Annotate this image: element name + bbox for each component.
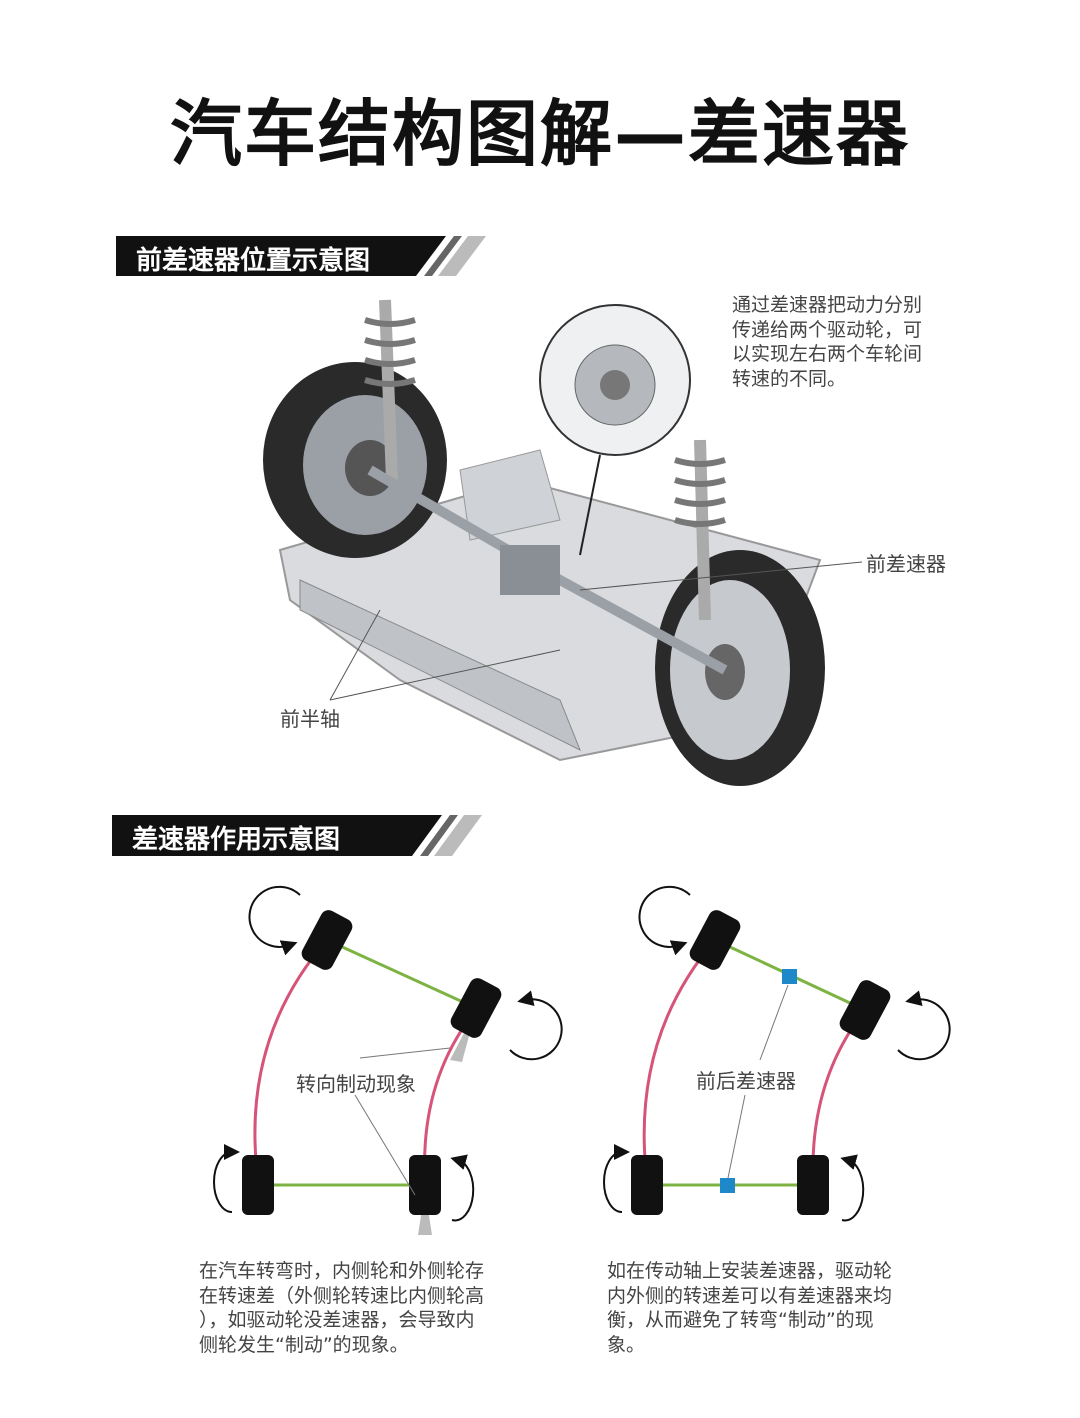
header-stripes xyxy=(116,236,486,276)
header-stripes xyxy=(112,815,482,856)
text-line: 在转速差（外侧轮转速比内侧轮高 xyxy=(199,1284,485,1307)
section-header-function: 差速器作用示意图 xyxy=(112,815,482,856)
label-front-differential: 前差速器 xyxy=(866,552,946,576)
left-strut-spring xyxy=(364,299,416,481)
magnifier-detail xyxy=(539,304,691,556)
text-line: 内外侧的转速差可以有差速器来均 xyxy=(607,1284,893,1307)
left-wheel xyxy=(263,362,447,558)
text-line: 侧轮发生“制动”的现象。 xyxy=(199,1333,409,1356)
front-differential-marker xyxy=(782,969,797,984)
label-front-half-shaft: 前半轴 xyxy=(280,707,340,731)
text-line: ），如驱动轮没差速器，会导致内 xyxy=(199,1309,475,1331)
leader-lines xyxy=(329,561,863,701)
text-line: 通过差速器把动力分别 xyxy=(732,294,923,316)
text-line: 在汽车转弯时，内侧轮和外侧轮存 xyxy=(199,1260,485,1282)
label-turning-brake: 转向制动现象 xyxy=(296,1072,416,1096)
rear-differential-marker xyxy=(720,1178,735,1193)
label-front-rear-differential: 前后差速器 xyxy=(696,1069,796,1093)
left-explanation: 在汽车转弯时，内侧轮和外侧轮存 在转速差（外侧轮转速比内侧轮高 ），如驱动轮没差… xyxy=(199,1259,484,1357)
front-suspension-illustration xyxy=(263,299,863,786)
right-strut-spring xyxy=(674,439,726,621)
callout-text: 通过差速器把动力分别 传递给两个驱动轮，可 以实现左右两个车轮间 转速的不同。 xyxy=(732,293,922,391)
section-heading: 差速器作用示意图 xyxy=(132,825,341,855)
diagram-without-differential xyxy=(213,885,563,1235)
text-line: 象。 xyxy=(607,1333,646,1356)
differential-housing xyxy=(500,545,560,595)
right-wheel xyxy=(655,550,825,786)
text-line: 如在传动轴上安装差速器，驱动轮 xyxy=(607,1260,893,1282)
text-line: 以实现左右两个车轮间 xyxy=(732,343,923,365)
diagram-with-differential xyxy=(603,885,951,1222)
text-line: 衡，从而避免了转弯“制动”的现 xyxy=(607,1309,874,1331)
section-header-position: 前差速器位置示意图 xyxy=(116,236,486,276)
page-title: 汽车结构图解—差速器 xyxy=(169,92,910,176)
right-explanation: 如在传动轴上安装差速器，驱动轮 内外侧的转速差可以有差速器来均 衡，从而避免了转… xyxy=(607,1259,892,1357)
section-heading: 前差速器位置示意图 xyxy=(136,246,371,276)
text-line: 转速的不同。 xyxy=(732,367,847,390)
text-line: 传递给两个驱动轮，可 xyxy=(732,318,923,341)
